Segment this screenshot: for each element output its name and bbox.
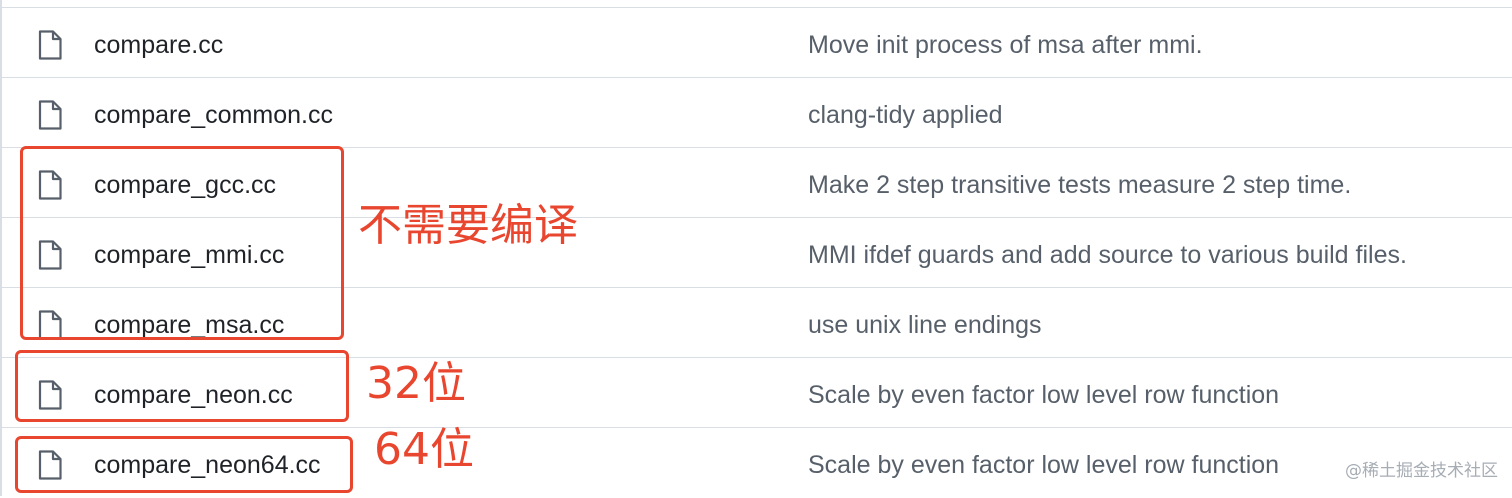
list-top-border: [2, 7, 1512, 8]
file-icon: [38, 380, 62, 410]
file-row-compare-common: compare_common.cc clang-tidy applied: [2, 78, 1512, 148]
annotation-32bit: 32位: [366, 358, 466, 409]
commit-message-link[interactable]: use unix line endings: [808, 311, 1042, 339]
file-row-compare-neon64: compare_neon64.cc Scale by even factor l…: [2, 428, 1512, 498]
commit-message-link[interactable]: Make 2 step transitive tests measure 2 s…: [808, 171, 1352, 199]
file-name-link[interactable]: compare_neon64.cc: [94, 451, 321, 479]
file-name-link[interactable]: compare_mmi.cc: [94, 241, 285, 269]
file-icon: [38, 450, 62, 480]
file-name-link[interactable]: compare_msa.cc: [94, 311, 285, 339]
file-row-compare-msa: compare_msa.cc use unix line endings: [2, 288, 1512, 358]
commit-message-link[interactable]: clang-tidy applied: [808, 101, 1003, 129]
file-icon: [38, 30, 62, 60]
highlight-box-no-compile: [20, 146, 344, 340]
highlight-box-32bit: [15, 350, 349, 422]
highlight-box-64bit: [15, 436, 353, 493]
file-name-link[interactable]: compare_neon.cc: [94, 381, 293, 409]
file-row-compare-gcc: compare_gcc.cc Make 2 step transitive te…: [2, 148, 1512, 218]
file-name-link[interactable]: compare_gcc.cc: [94, 171, 277, 199]
file-row-compare-mmi: compare_mmi.cc MMI ifdef guards and add …: [2, 218, 1512, 288]
file-name-link[interactable]: compare_common.cc: [94, 101, 333, 129]
file-icon: [38, 170, 62, 200]
file-icon: [38, 310, 62, 340]
commit-message-link[interactable]: Scale by even factor low level row funct…: [808, 451, 1280, 479]
file-name-link[interactable]: compare.cc: [94, 31, 224, 59]
file-icon: [38, 240, 62, 270]
watermark-text: @稀土掘金技术社区: [1345, 461, 1498, 481]
file-row-compare: compare.cc Move init process of msa afte…: [2, 8, 1512, 78]
file-row-compare-neon: compare_neon.cc Scale by even factor low…: [2, 358, 1512, 428]
file-icon: [38, 100, 62, 130]
commit-message-link[interactable]: MMI ifdef guards and add source to vario…: [808, 241, 1407, 269]
annotation-64bit: 64位: [374, 424, 474, 475]
annotation-no-compile: 不需要编译: [358, 200, 578, 251]
commit-message-link[interactable]: Scale by even factor low level row funct…: [808, 381, 1280, 409]
commit-message-link[interactable]: Move init process of msa after mmi.: [808, 31, 1203, 59]
